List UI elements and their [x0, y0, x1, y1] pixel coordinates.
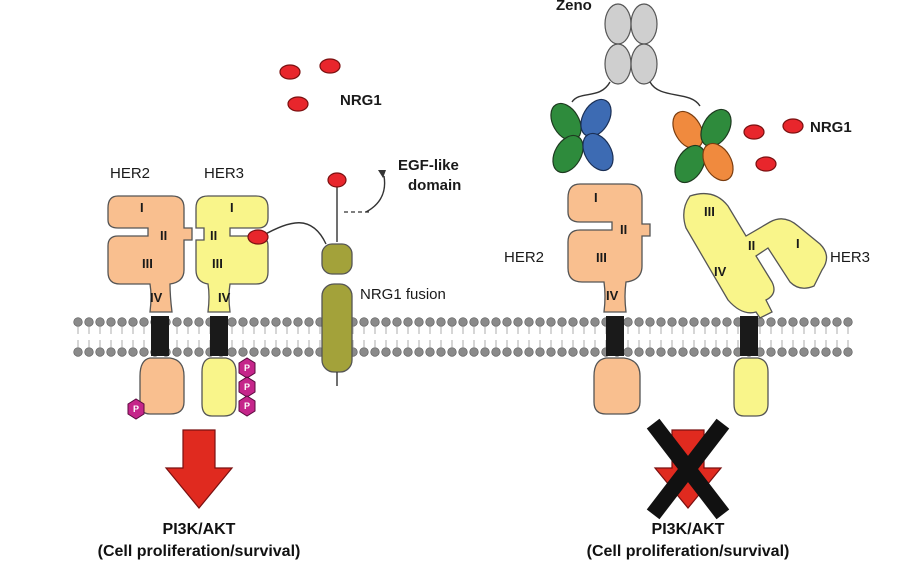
nrg1-label-right: NRG1	[810, 119, 852, 136]
her3-receptor-right	[683, 192, 828, 417]
caption-left-line2: (Cell proliferation/survival)	[98, 543, 301, 560]
phospho-3: P	[244, 382, 250, 392]
cell-membrane	[73, 317, 853, 357]
caption-right-line1: PI3K/AKT	[652, 521, 725, 538]
her2-left-domain-iii: III	[142, 256, 153, 271]
nrg1-bound-left	[247, 229, 269, 245]
zeno-fab-her3	[672, 108, 734, 184]
her2-left-domain-i: I	[140, 200, 144, 215]
zeno-antibody	[571, 3, 701, 107]
nrg1-ligands-right	[743, 118, 804, 172]
her2-left-domain-ii: II	[160, 228, 167, 243]
phospho-2: P	[244, 363, 250, 373]
nrg1-ligands-left	[279, 58, 341, 112]
her3-right-domain-ii: II	[748, 238, 755, 253]
her3-left-domain-i: I	[230, 200, 234, 215]
phospho-4: P	[244, 401, 250, 411]
phospho-group-left	[127, 357, 256, 420]
signal-arrow-left	[164, 429, 234, 509]
her3-right-domain-iv: IV	[714, 264, 727, 279]
egf-label-line2: domain	[408, 177, 461, 194]
her2-right-domain-i: I	[594, 190, 598, 205]
her2-right-domain-ii: II	[620, 222, 627, 237]
her3-label-right: HER3	[830, 249, 870, 266]
phospho-1: P	[133, 404, 139, 414]
zeno-label: Zeno	[556, 0, 592, 14]
her2-right-domain-iii: III	[596, 250, 607, 265]
caption-left-line1: PI3K/AKT	[163, 521, 236, 538]
egf-label-line1: EGF-like	[398, 157, 459, 174]
her2-left-domain-iv: IV	[150, 290, 163, 305]
her3-receptor-left	[195, 195, 269, 417]
her2-label-left: HER2	[110, 165, 150, 182]
her3-right-domain-i: I	[796, 236, 800, 251]
nrg1-fusion-label: NRG1 fusion	[360, 286, 446, 303]
her2-right-domain-iv: IV	[606, 288, 619, 303]
egf-arrowhead	[378, 170, 386, 178]
her3-left-domain-iii: III	[212, 256, 223, 271]
caption-right-line2: (Cell proliferation/survival)	[587, 543, 790, 560]
zeno-fab-her2	[550, 98, 614, 174]
her3-label-left: HER3	[204, 165, 244, 182]
her2-label-right: HER2	[504, 249, 544, 266]
egf-curved-arrow	[365, 175, 386, 213]
block-x-icon	[646, 418, 730, 520]
her2-receptor-left	[107, 195, 193, 415]
her3-left-domain-ii: II	[210, 228, 217, 243]
her3-right-domain-iii: III	[704, 204, 715, 219]
nrg1-label-left: NRG1	[340, 92, 382, 109]
fusion-linker	[261, 222, 327, 245]
her3-left-domain-iv: IV	[218, 290, 231, 305]
her2-receptor-right	[567, 183, 651, 415]
